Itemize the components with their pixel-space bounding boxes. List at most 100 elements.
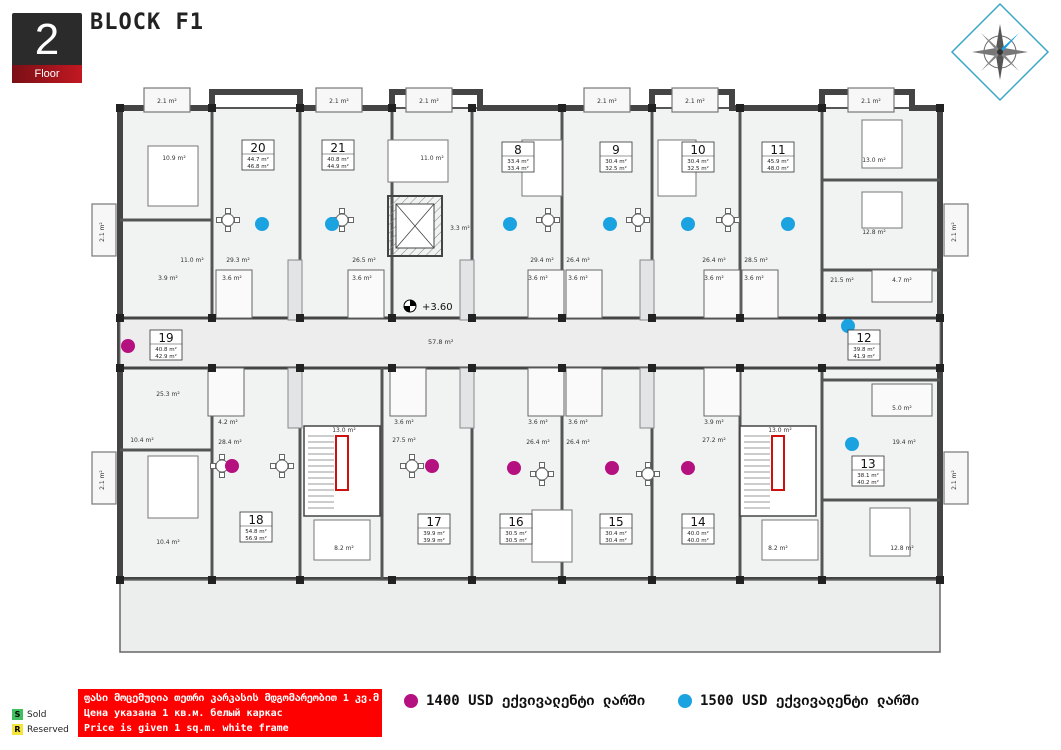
chair xyxy=(409,472,415,478)
svg-text:3.6 m²: 3.6 m² xyxy=(704,275,724,282)
legend-reserved: R Reserved xyxy=(12,724,69,735)
svg-text:28.5 m²: 28.5 m² xyxy=(744,257,768,264)
block-title: BLOCK F1 xyxy=(90,10,204,35)
terrace xyxy=(119,579,941,653)
apartment-area: 44.9 m² xyxy=(327,163,349,170)
chair xyxy=(288,463,294,469)
column xyxy=(818,314,826,322)
apartment-area: 40.0 m² xyxy=(687,530,709,537)
apartment-number: 20 xyxy=(250,141,265,155)
apartment-number: 8 xyxy=(514,143,522,157)
reserved-label: Reserved xyxy=(27,724,69,735)
magenta-dot-icon xyxy=(404,694,418,708)
column xyxy=(296,314,304,322)
svg-text:26.4 m²: 26.4 m² xyxy=(526,439,550,446)
column xyxy=(388,364,396,372)
column xyxy=(558,104,566,112)
svg-text:2.1 m²: 2.1 m² xyxy=(157,98,177,105)
svg-text:3.6 m²: 3.6 m² xyxy=(528,419,548,426)
svg-text:3.3 m²: 3.3 m² xyxy=(450,225,470,232)
room-area-labels: 10.9 m² 11.0 m² 11.0 m² 3.3 m² 13.0 m² 1… xyxy=(130,155,916,552)
partition-walls xyxy=(120,108,940,580)
column xyxy=(468,314,476,322)
apartment-area: 30.4 m² xyxy=(605,530,627,537)
column xyxy=(296,364,304,372)
apartment-area: 32.5 m² xyxy=(605,165,627,172)
column xyxy=(558,314,566,322)
apartment-area: 33.4 m² xyxy=(507,158,529,165)
chair xyxy=(418,463,424,469)
svg-text:21.5 m²: 21.5 m² xyxy=(830,277,854,284)
svg-text:26.4 m²: 26.4 m² xyxy=(702,257,726,264)
notice-line-english: Price is given 1 sq.m. white frame xyxy=(84,723,289,734)
svg-text:10.4 m²: 10.4 m² xyxy=(156,539,180,546)
apartment-area: 44.7 m² xyxy=(247,156,269,163)
stair-treads xyxy=(308,435,770,509)
chair xyxy=(216,217,222,223)
svg-text:3.6 m²: 3.6 m² xyxy=(222,275,242,282)
chair xyxy=(530,471,536,477)
chair xyxy=(539,462,545,468)
column xyxy=(468,576,476,584)
apartment-area: 41.9 m² xyxy=(853,353,875,360)
floor-number: 2 xyxy=(34,15,60,64)
chair xyxy=(348,217,354,223)
chair xyxy=(635,208,641,214)
column xyxy=(936,314,944,322)
column xyxy=(208,104,216,112)
elevation-label: +3.60 xyxy=(422,302,453,313)
svg-text:29.4 m²: 29.4 m² xyxy=(530,257,554,264)
chair xyxy=(636,471,642,477)
chair xyxy=(626,217,632,223)
floor-badge: 2 Floor xyxy=(12,13,82,83)
apartment-area: 46.8 m² xyxy=(247,163,269,170)
column xyxy=(116,576,124,584)
svg-text:4.2 m²: 4.2 m² xyxy=(218,419,238,426)
apartment-number: 16 xyxy=(508,515,523,529)
svg-text:8.2 m²: 8.2 m² xyxy=(334,545,354,552)
apartment-area: 42.9 m² xyxy=(155,353,177,360)
apartment-number: 11 xyxy=(770,143,785,157)
column xyxy=(468,364,476,372)
column xyxy=(468,104,476,112)
column xyxy=(208,576,216,584)
svg-text:5.0 m²: 5.0 m² xyxy=(892,405,912,412)
dining-table xyxy=(721,213,735,227)
notice-line-russian: Цена указана 1 кв.м. белый каркас xyxy=(84,708,283,719)
apartment-area: 30.5 m² xyxy=(505,537,527,544)
svg-text:28.4 m²: 28.4 m² xyxy=(218,439,242,446)
structural-columns xyxy=(116,104,944,584)
column xyxy=(296,576,304,584)
svg-text:3.6 m²: 3.6 m² xyxy=(568,419,588,426)
svg-text:13.0 m²: 13.0 m² xyxy=(862,157,886,164)
column xyxy=(648,314,656,322)
apartment-area: 30.4 m² xyxy=(605,158,627,165)
apartment-number: 9 xyxy=(612,143,620,157)
svg-text:19.4 m²: 19.4 m² xyxy=(892,439,916,446)
light-wells xyxy=(287,259,655,429)
svg-text:2.1 m²: 2.1 m² xyxy=(951,470,958,490)
column xyxy=(818,364,826,372)
chair xyxy=(270,463,276,469)
apartment-area: 56.9 m² xyxy=(245,535,267,542)
chair xyxy=(409,454,415,460)
svg-text:3.6 m²: 3.6 m² xyxy=(352,275,372,282)
dining-table xyxy=(631,213,645,227)
apartment-area: 30.4 m² xyxy=(687,158,709,165)
apartment-area: 40.0 m² xyxy=(687,537,709,544)
floor-plan: +3.60 57.8 m² 2.1 m² 2.1 m² 2.1 m² 2.1 m… xyxy=(91,87,969,653)
apartment-number: 19 xyxy=(158,331,173,345)
chair xyxy=(225,208,231,214)
apartment-area: 45.9 m² xyxy=(767,158,789,165)
chair xyxy=(716,217,722,223)
